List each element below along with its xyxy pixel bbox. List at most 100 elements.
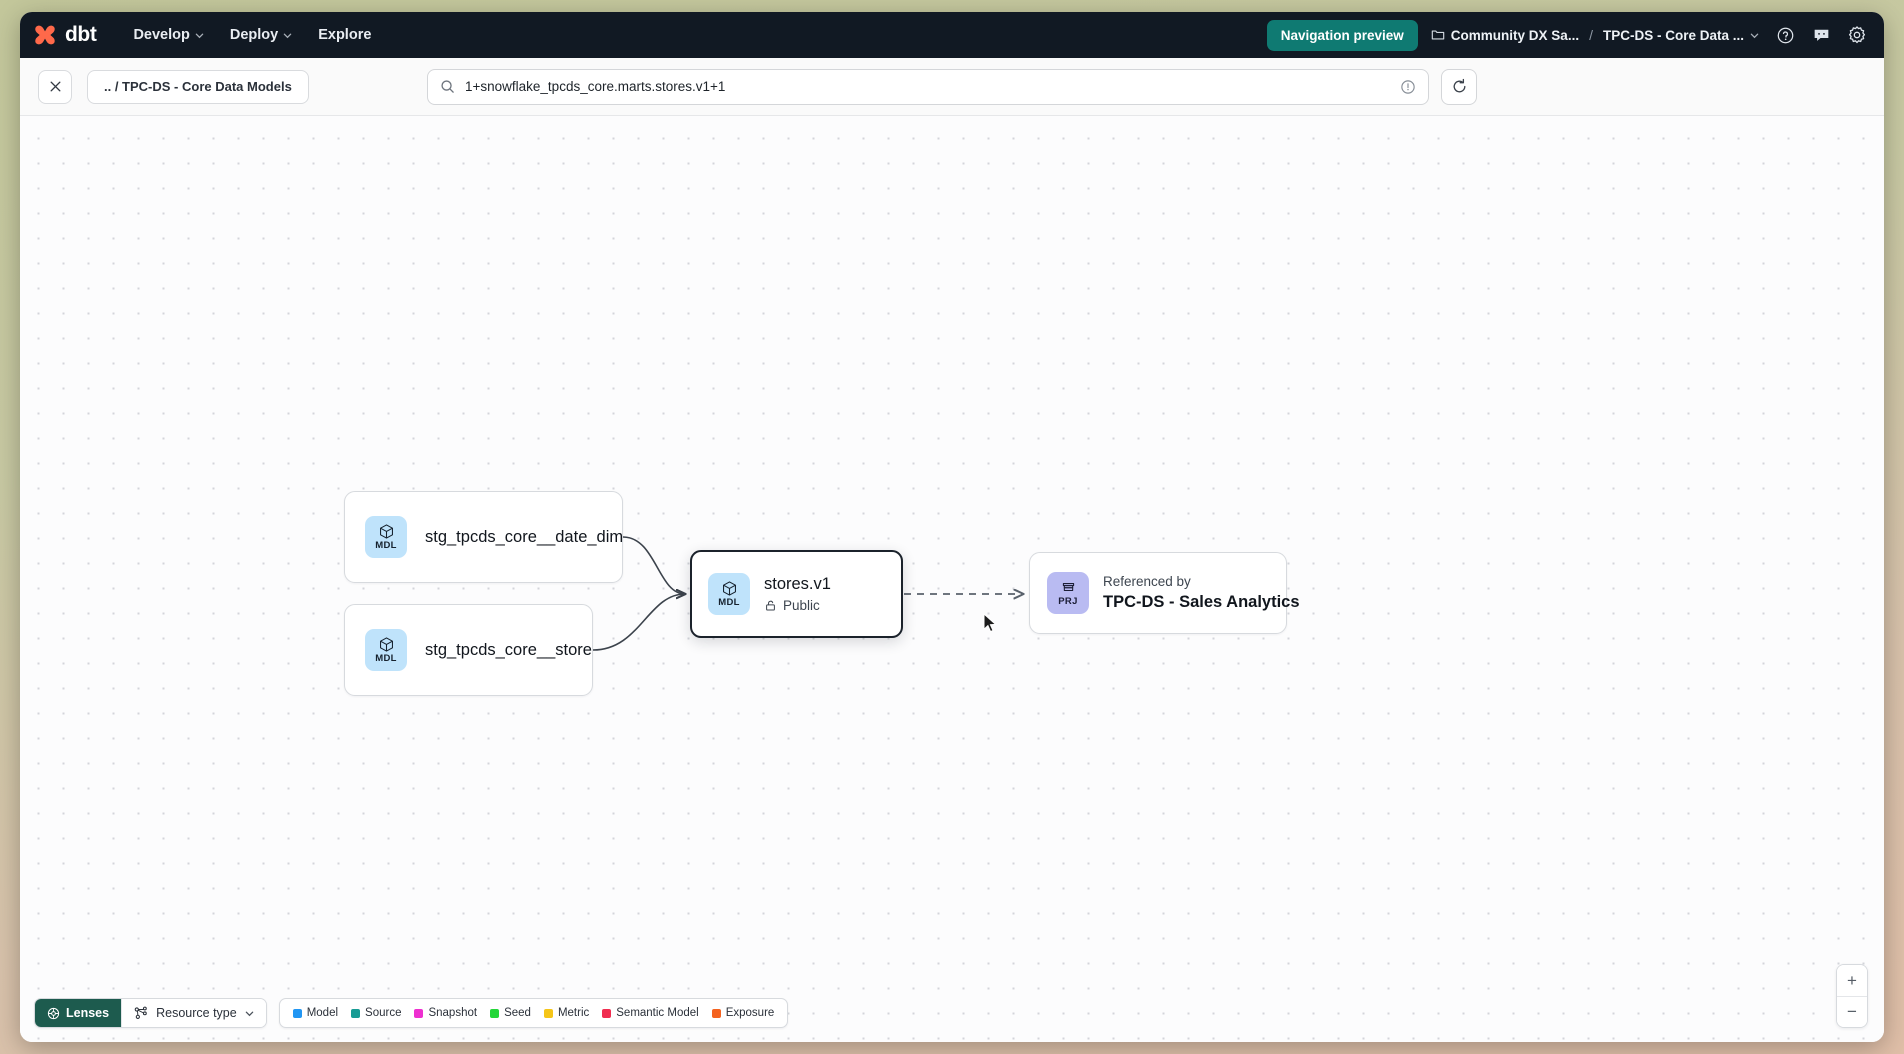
legend-item-model: Model bbox=[292, 1007, 339, 1019]
settings-button[interactable] bbox=[1844, 22, 1870, 48]
legend-swatch bbox=[490, 1008, 500, 1018]
node-badge-model: MDL bbox=[365, 516, 407, 558]
nav-links: Develop Deploy Explore bbox=[122, 20, 382, 50]
legend-item-semantic-model: Semantic Model bbox=[602, 1007, 699, 1019]
top-navbar: dbt Develop Deploy Explore bbox=[20, 12, 1884, 58]
graph-node-sales-analytics-project[interactable]: PRJ Referenced by TPC-DS - Sales Analyti… bbox=[1029, 552, 1300, 634]
node-title: TPC-DS - Sales Analytics bbox=[1103, 593, 1300, 611]
breadcrumb-project[interactable]: TPC-DS - Core Data ... bbox=[1600, 24, 1762, 47]
breadcrumb-account[interactable]: Community DX Sa... bbox=[1428, 24, 1582, 47]
edge-layer bbox=[592, 536, 1884, 651]
lineage-search-field[interactable] bbox=[427, 68, 1429, 105]
cube-icon bbox=[379, 524, 393, 539]
browser-window: dbt Develop Deploy Explore bbox=[20, 12, 1884, 1042]
breadcrumb-project-label: TPC-DS - Core Data ... bbox=[1602, 27, 1744, 43]
legend-label: Seed bbox=[504, 1007, 531, 1019]
nav-item-develop-label: Develop bbox=[133, 27, 190, 43]
edge-store-to-stores bbox=[592, 594, 685, 651]
info-circle-icon[interactable] bbox=[1400, 79, 1416, 95]
feedback-icon bbox=[1814, 29, 1828, 41]
feedback-button[interactable] bbox=[1808, 22, 1834, 48]
node-body: stores.v1 Public bbox=[764, 575, 831, 613]
lineage-breadcrumb-pill[interactable]: .. / TPC-DS - Core Data Models bbox=[87, 69, 309, 104]
graph-node-stores-v1[interactable]: MDL stores.v1 Public bbox=[690, 550, 903, 638]
zoom-controls: + − bbox=[1836, 964, 1868, 1028]
cube-icon bbox=[722, 581, 736, 596]
legend-item-exposure: Exposure bbox=[711, 1007, 775, 1019]
close-lineage-button[interactable] bbox=[38, 69, 72, 104]
edge-date-dim-to-stores bbox=[622, 536, 685, 594]
dbt-logo-icon bbox=[35, 25, 55, 45]
legend-swatch bbox=[414, 1008, 424, 1018]
navbar-right-group: Navigation preview Community DX Sa... / … bbox=[1266, 19, 1870, 51]
node-badge-model: MDL bbox=[708, 573, 750, 615]
legend-label: Exposure bbox=[725, 1007, 775, 1019]
graph-node-stg-date-dim[interactable]: MDL stg_tpcds_core__date_dim bbox=[344, 491, 623, 583]
legend-item-source: Source bbox=[351, 1007, 401, 1019]
legend-label: Source bbox=[365, 1007, 402, 1019]
node-access-text: Public bbox=[783, 598, 820, 613]
lenses-control-group: Lenses Resource type bbox=[34, 998, 267, 1028]
breadcrumb-account-label: Community DX Sa... bbox=[1450, 27, 1580, 43]
search-icon bbox=[441, 80, 454, 93]
legend-label: Metric bbox=[557, 1007, 590, 1019]
refresh-icon bbox=[1453, 78, 1465, 93]
nav-item-explore[interactable]: Explore bbox=[307, 20, 382, 50]
legend-swatch bbox=[543, 1008, 553, 1018]
resource-type-label: Resource type bbox=[156, 1006, 237, 1020]
nav-item-deploy[interactable]: Deploy bbox=[219, 20, 303, 50]
folder-icon bbox=[1431, 30, 1445, 40]
close-icon bbox=[49, 81, 61, 92]
search-zone bbox=[427, 68, 1477, 105]
navigation-preview-button[interactable]: Navigation preview bbox=[1266, 19, 1418, 51]
node-body: stg_tpcds_core__store bbox=[425, 640, 592, 660]
legend-swatch bbox=[351, 1008, 361, 1018]
legend-swatch bbox=[711, 1008, 721, 1018]
legend-swatch bbox=[602, 1008, 612, 1018]
help-button[interactable] bbox=[1772, 22, 1798, 48]
zoom-out-button[interactable]: − bbox=[1837, 996, 1867, 1027]
chevron-down-icon bbox=[195, 33, 204, 38]
nav-item-explore-label: Explore bbox=[318, 27, 372, 43]
zoom-in-button[interactable]: + bbox=[1837, 965, 1867, 996]
canvas-bottom-controls: Lenses Resource type bbox=[34, 998, 789, 1028]
chevron-down-icon bbox=[1750, 33, 1759, 38]
lineage-canvas[interactable]: MDL stg_tpcds_core__date_dim MDL stg_tpc… bbox=[20, 116, 1884, 1042]
node-body: Referenced by TPC-DS - Sales Analytics bbox=[1103, 574, 1300, 612]
node-badge-label: MDL bbox=[375, 540, 397, 552]
resource-type-legend: Model Source Snapshot Seed bbox=[278, 998, 789, 1028]
node-kicker: Referenced by bbox=[1103, 574, 1191, 589]
node-body: stg_tpcds_core__date_dim bbox=[425, 527, 624, 547]
node-title: stores.v1 bbox=[764, 575, 831, 593]
chevron-down-icon bbox=[283, 33, 292, 38]
lenses-label: Lenses bbox=[66, 1006, 110, 1020]
nav-item-deploy-label: Deploy bbox=[229, 27, 279, 43]
unlock-icon bbox=[766, 600, 775, 611]
lens-icon bbox=[47, 1007, 60, 1019]
node-title: stg_tpcds_core__date_dim bbox=[425, 527, 624, 546]
node-badge-project: PRJ bbox=[1047, 572, 1089, 614]
help-circle-icon bbox=[1777, 27, 1793, 43]
refresh-button[interactable] bbox=[1441, 68, 1477, 105]
legend-item-seed: Seed bbox=[490, 1007, 531, 1019]
legend-label: Snapshot bbox=[428, 1007, 478, 1019]
node-access-label: Public bbox=[764, 598, 831, 613]
lineage-toolbar: .. / TPC-DS - Core Data Models bbox=[20, 58, 1884, 116]
search-input[interactable] bbox=[465, 79, 1390, 94]
node-title: stg_tpcds_core__store bbox=[425, 640, 592, 659]
nav-item-develop[interactable]: Develop bbox=[122, 20, 214, 50]
cube-icon bbox=[379, 637, 393, 652]
breadcrumb-separator: / bbox=[1589, 27, 1593, 43]
resource-type-dropdown[interactable]: Resource type bbox=[121, 999, 266, 1027]
legend-item-snapshot: Snapshot bbox=[414, 1007, 477, 1019]
graph-node-stg-store[interactable]: MDL stg_tpcds_core__store bbox=[344, 604, 593, 696]
node-badge-model: MDL bbox=[365, 629, 407, 671]
gear-icon bbox=[1848, 26, 1866, 44]
resource-graph-icon bbox=[134, 1006, 147, 1019]
node-badge-label: MDL bbox=[375, 653, 397, 665]
dbt-logo[interactable]: dbt bbox=[32, 22, 97, 48]
lenses-button[interactable]: Lenses bbox=[35, 999, 122, 1027]
legend-label: Model bbox=[306, 1007, 339, 1019]
breadcrumb: Community DX Sa... / TPC-DS - Core Data … bbox=[1428, 24, 1762, 47]
